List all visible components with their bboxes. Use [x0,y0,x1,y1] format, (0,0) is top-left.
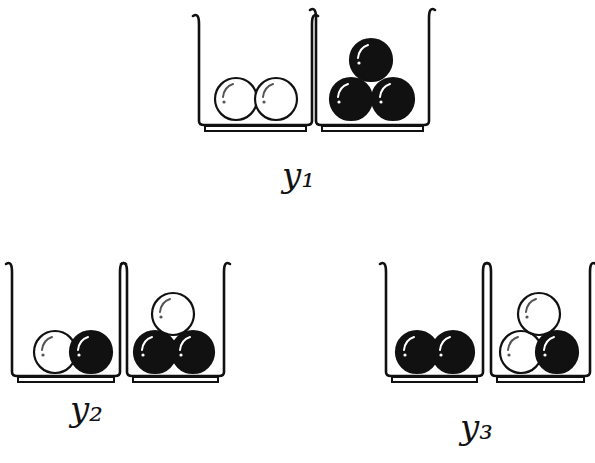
ball-highlight [403,353,406,356]
cup-base [18,377,114,382]
ball-highlight [379,100,382,103]
cup [121,263,230,376]
ball-highlight [41,353,44,356]
ball-highlight [141,353,144,356]
ball-highlight [508,337,518,350]
white-ball [215,78,257,120]
ball-highlight [179,353,182,356]
white-ball [255,78,297,120]
set-label: y₁ [282,158,315,192]
black-ball [70,331,112,373]
ball-highlight [180,337,190,350]
ball-highlight [526,299,536,312]
ball-highlight [380,84,390,97]
ball-highlight [404,337,414,350]
cup-base [205,126,306,131]
ball-highlight [358,45,368,58]
ball-highlight [525,315,528,318]
ball-highlight [357,61,360,64]
ball-highlight [222,100,225,103]
ball-highlight [263,84,273,97]
ball-highlight [440,337,450,350]
black-ball [330,78,372,120]
black-ball [432,331,474,373]
cup-base [497,377,584,382]
white-ball [152,293,194,335]
black-ball [134,331,176,373]
ball-highlight [78,337,88,350]
cup [193,15,318,125]
cup [485,263,595,376]
cup [380,263,489,376]
ball-highlight [543,353,546,356]
set-label: y₂ [70,392,103,426]
black-ball [350,39,392,81]
ball-highlight [77,353,80,356]
cup [310,9,435,125]
ball-highlight [544,337,554,350]
cup-base [133,377,218,382]
ball-highlight [338,84,348,97]
cup-base [322,126,423,131]
ball-highlight [223,84,233,97]
white-ball [518,293,560,335]
black-ball [536,331,578,373]
ball-highlight [439,353,442,356]
ball-highlight [337,100,340,103]
ball-highlight [507,353,510,356]
set-label: y₃ [460,410,493,444]
black-ball [172,331,214,373]
black-ball [372,78,414,120]
cup-base [392,377,477,382]
ball-highlight [262,100,265,103]
ball-highlight [42,337,52,350]
ball-highlight [159,315,162,318]
ball-highlight [160,299,170,312]
cup [6,263,126,376]
ball-highlight [142,337,152,350]
